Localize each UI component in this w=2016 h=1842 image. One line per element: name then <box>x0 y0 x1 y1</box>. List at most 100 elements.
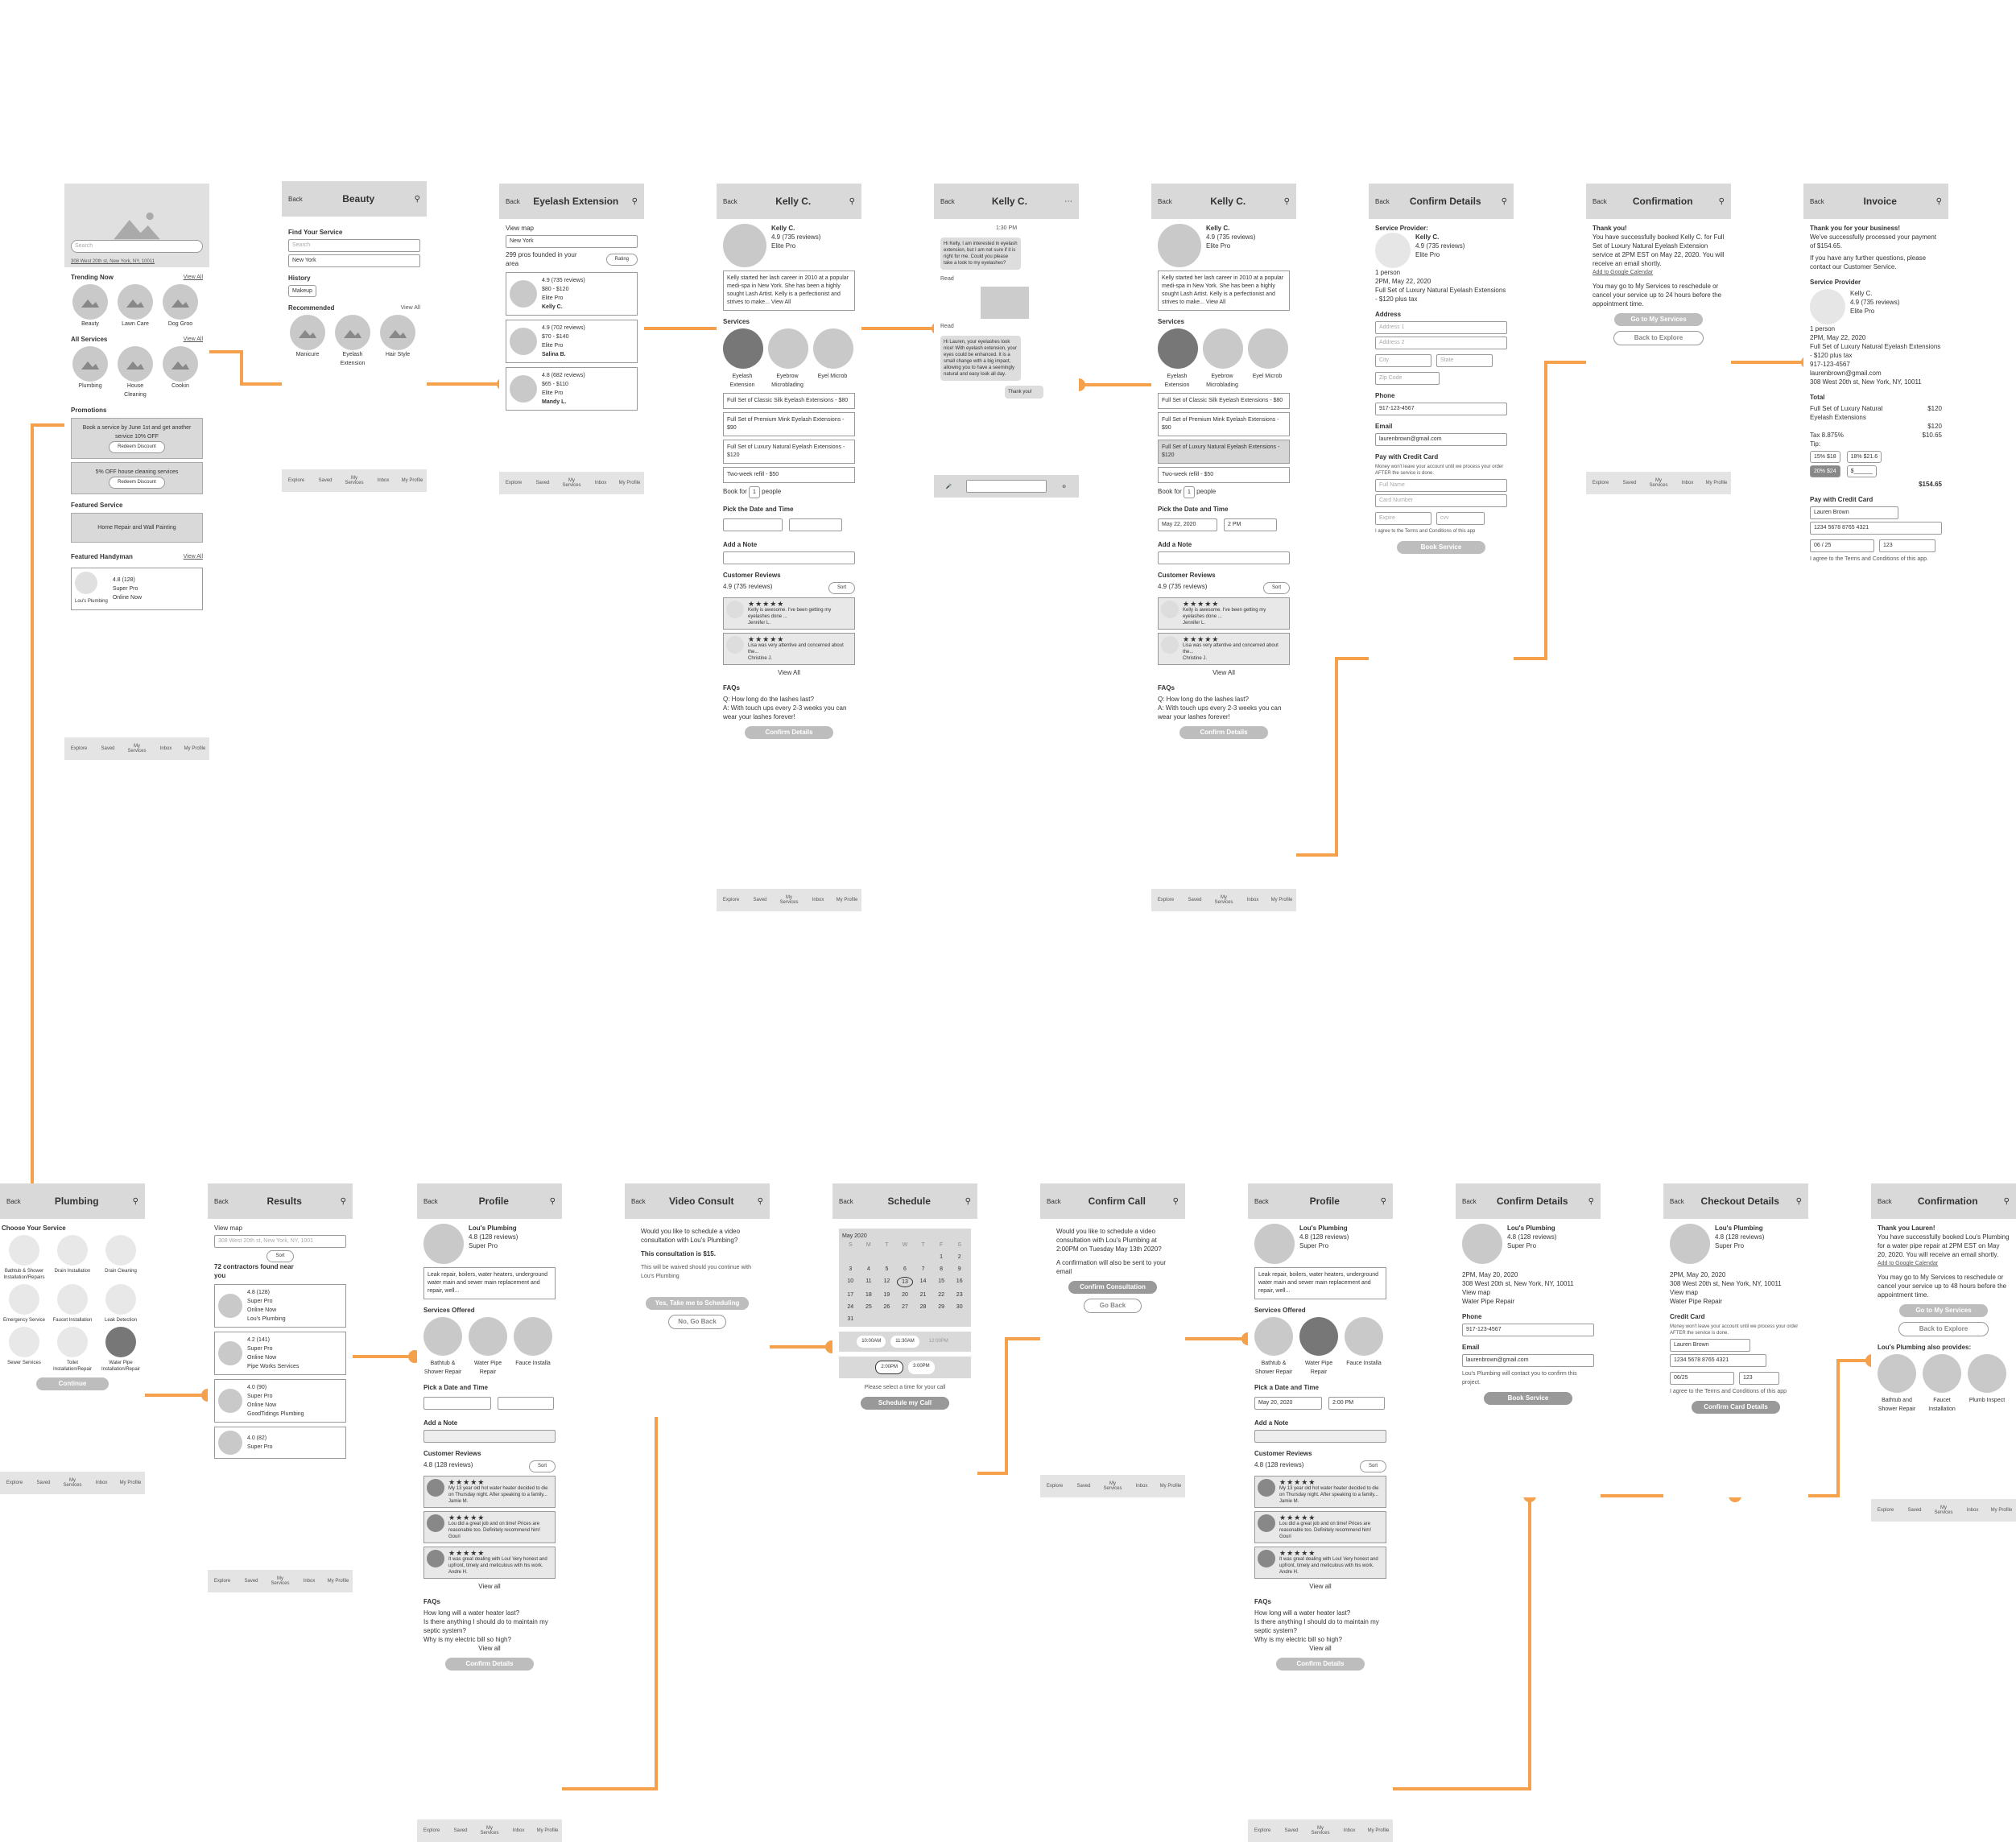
note-input[interactable] <box>1254 1430 1386 1443</box>
service-more[interactable]: Eyel Microb <box>813 328 853 390</box>
city-input[interactable]: City <box>1375 354 1431 367</box>
option-luxury-selected[interactable]: Full Set of Luxury Natural Eyelash Exten… <box>1158 440 1290 464</box>
back-button[interactable]: Back <box>839 1197 853 1205</box>
view-all-link[interactable]: View all <box>1309 1583 1332 1590</box>
nav-inbox[interactable]: Inbox <box>377 478 390 483</box>
also-bathtub[interactable]: Bathtub and Shower Repair <box>1878 1354 1916 1414</box>
nav-saved[interactable]: Saved <box>535 481 550 485</box>
slot[interactable]: 12:00PM <box>923 1336 953 1348</box>
nav-saved[interactable]: Saved <box>318 478 333 483</box>
calendar-day[interactable]: 14 <box>919 1278 927 1284</box>
nav-explore[interactable]: Explore <box>6 1481 23 1485</box>
nav-inbox[interactable]: Inbox <box>512 1828 525 1833</box>
back-button[interactable]: Back <box>506 197 520 205</box>
back-button[interactable]: Back <box>1670 1197 1684 1205</box>
nav-my-services[interactable]: My Services <box>1649 478 1668 488</box>
time-input[interactable] <box>789 518 842 531</box>
search-icon[interactable]: ⚲ <box>631 196 638 206</box>
nav-inbox[interactable]: Inbox <box>594 481 607 485</box>
search-icon[interactable]: ⚲ <box>549 1196 556 1206</box>
calendar-day[interactable]: 28 <box>919 1304 927 1310</box>
message-input[interactable] <box>965 480 1047 493</box>
search-icon[interactable]: ⚲ <box>1718 196 1725 206</box>
nav-my-profile[interactable]: My Profile <box>536 1828 559 1833</box>
expire-input[interactable]: 06/25 <box>1670 1372 1734 1385</box>
back-button[interactable]: Back <box>1810 197 1824 205</box>
mic-icon[interactable]: 🎤 <box>945 484 952 489</box>
nav-my-services[interactable]: My Services <box>779 895 799 905</box>
tip-15[interactable]: 15% $18 <box>1810 451 1840 463</box>
nav-saved[interactable]: Saved <box>36 1481 51 1485</box>
slot[interactable]: 11:30AM <box>890 1336 919 1348</box>
plumb-toilet[interactable]: Toilet Installation/Repair <box>50 1327 95 1373</box>
search-icon[interactable]: ⚲ <box>1380 1196 1386 1206</box>
calendar-day[interactable]: 24 <box>847 1304 854 1310</box>
plumb-drain-install[interactable]: Drain Installation <box>50 1235 95 1281</box>
nav-my-services[interactable]: My Services <box>271 1576 290 1586</box>
cvv-input[interactable]: 123 <box>1739 1372 1779 1385</box>
back-to-explore-button[interactable]: Back to Explore <box>1898 1322 1989 1336</box>
plumb-sewer[interactable]: Sewer Services <box>2 1327 47 1373</box>
nav-my-services[interactable]: My Services <box>1103 1481 1122 1491</box>
card-number-input[interactable]: Card Number <box>1375 494 1507 507</box>
plumb-bathtub[interactable]: Bathtub & Shower Installation/Repairs <box>2 1235 47 1281</box>
terms-checkbox[interactable]: I agree to the Terms and Conditions of t… <box>1375 529 1476 534</box>
nav-my-profile[interactable]: My Profile <box>1705 481 1728 485</box>
plumb-emergency[interactable]: Emergency Service <box>2 1284 47 1324</box>
calendar-day[interactable]: 15 <box>938 1278 945 1284</box>
back-to-explore-button[interactable]: Back to Explore <box>1613 331 1704 345</box>
service-eyebrow[interactable]: Eyebrow Microblading <box>1203 328 1243 390</box>
view-map-link[interactable]: View map <box>506 225 534 232</box>
location-input[interactable]: New York <box>506 235 638 248</box>
schedule-call-button[interactable]: Schedule my Call <box>861 1397 949 1410</box>
nav-my-services[interactable]: My Services <box>1311 1826 1330 1836</box>
time-input[interactable]: 2:00 PM <box>1328 1397 1385 1410</box>
trending-lawn-care[interactable]: Lawn Care <box>116 284 155 328</box>
calendar-day[interactable]: 4 <box>866 1266 870 1272</box>
nav-inbox[interactable]: Inbox <box>1966 1508 1979 1513</box>
plumb-water-pipe[interactable]: Water Pipe Installation/Repair <box>98 1327 143 1373</box>
book-service-button[interactable]: Book Service <box>1484 1392 1572 1405</box>
date-input[interactable] <box>723 518 783 531</box>
search-input[interactable]: Search <box>71 240 203 253</box>
search-icon[interactable]: ⚲ <box>1588 1196 1594 1206</box>
search-icon[interactable]: ⚲ <box>1283 196 1290 206</box>
nav-my-profile[interactable]: My Profile <box>836 898 858 902</box>
search-icon[interactable]: ⚲ <box>1935 196 1942 206</box>
nav-inbox[interactable]: Inbox <box>812 898 824 902</box>
view-all-link[interactable]: View All <box>1212 669 1235 676</box>
rec-manicure[interactable]: Manicure <box>288 315 327 368</box>
nav-my-profile[interactable]: My Profile <box>1367 1828 1390 1833</box>
nav-inbox[interactable]: Inbox <box>1135 1484 1148 1489</box>
confirm-details-button[interactable]: Confirm Details <box>745 726 833 739</box>
nav-my-profile[interactable]: My Profile <box>1270 898 1293 902</box>
back-button[interactable]: Back <box>6 1197 21 1205</box>
nav-my-profile[interactable]: My Profile <box>327 1579 349 1584</box>
phone-input[interactable]: 917-123-4567 <box>1462 1324 1594 1336</box>
view-all-link[interactable]: View All <box>183 554 203 560</box>
plumb-leak[interactable]: Leak Detection <box>98 1284 143 1324</box>
search-icon[interactable]: ⚲ <box>1172 1196 1179 1206</box>
photo-message[interactable] <box>981 287 1029 319</box>
note-input[interactable] <box>1158 551 1290 564</box>
calendar-day[interactable]: 21 <box>919 1292 927 1298</box>
nav-my-services[interactable]: My Services <box>480 1826 499 1836</box>
location-input[interactable]: New York <box>288 254 420 267</box>
nav-inbox[interactable]: Inbox <box>1343 1828 1356 1833</box>
nav-inbox[interactable]: Inbox <box>1246 898 1259 902</box>
search-icon[interactable]: ⚲ <box>849 196 855 206</box>
nav-my-services[interactable]: My Services <box>345 476 364 485</box>
calendar-day[interactable]: 23 <box>956 1292 963 1298</box>
expire-input[interactable]: Expire <box>1375 512 1431 525</box>
card-number-input[interactable]: 1234 5678 8765 4321 <box>1670 1354 1766 1367</box>
tip-20[interactable]: 20% $24 <box>1810 465 1840 477</box>
sort-dropdown[interactable]: Sort <box>266 1250 294 1262</box>
service-eyelash[interactable]: Eyelash Extension <box>723 328 763 390</box>
search-input[interactable]: Search <box>288 239 420 252</box>
contractor-card[interactable]: 4.0 (82)Super Pro <box>214 1427 346 1459</box>
card-number-input[interactable]: 1234 5678 8765 4321 <box>1810 522 1942 535</box>
confirm-consultation-button[interactable]: Confirm Consultation <box>1068 1281 1157 1294</box>
